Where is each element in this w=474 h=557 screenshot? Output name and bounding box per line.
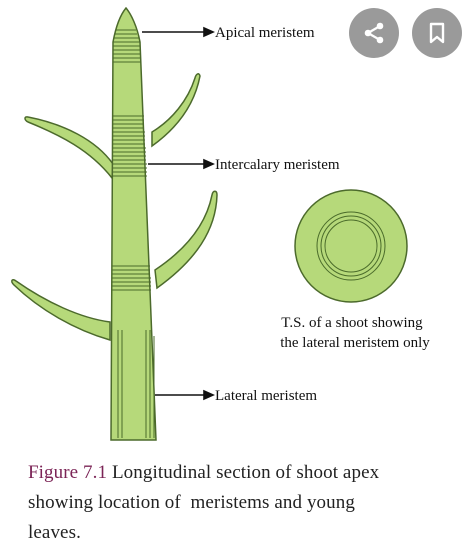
label-intercalary-meristem: Intercalary meristem — [215, 157, 340, 173]
label-lateral-meristem: Lateral meristem — [215, 388, 317, 404]
label-apical-meristem: Apical meristem — [215, 25, 315, 41]
caption-line-2: showing location of meristems and young — [28, 492, 355, 513]
apical-meristem-stripes — [113, 29, 141, 63]
share-button[interactable] — [349, 8, 399, 58]
share-icon — [364, 22, 384, 44]
lateral-meristem-strands — [117, 330, 155, 438]
figure-caption: Figure 7.1 Longitudinal section of shoot… — [28, 458, 458, 548]
intercalary-meristem-stripes-lower — [112, 265, 151, 291]
bookmark-button[interactable] — [412, 8, 462, 58]
leaf-upper-right — [151, 73, 201, 148]
label-ts-line1: T.S. of a shoot showing — [281, 315, 423, 331]
bookmark-icon — [429, 22, 445, 44]
leaf-lower-left — [11, 279, 111, 341]
leaf-upper-left — [24, 116, 114, 180]
shoot-apex-diagram: Apical meristem Intercalary meristem Lat… — [11, 6, 430, 441]
caption-line-3: leaves. — [28, 522, 81, 543]
figure-number: Figure 7.1 — [28, 462, 108, 483]
label-ts-line2: the lateral meristem only — [280, 335, 430, 351]
caption-line-1: Figure 7.1 Longitudinal section of shoot… — [28, 458, 458, 488]
intercalary-meristem-stripes-upper — [113, 115, 147, 177]
shoot-cross-section — [294, 189, 408, 303]
leaf-middle-right — [154, 190, 218, 290]
caption-text-1: Longitudinal section of shoot apex — [107, 462, 380, 483]
